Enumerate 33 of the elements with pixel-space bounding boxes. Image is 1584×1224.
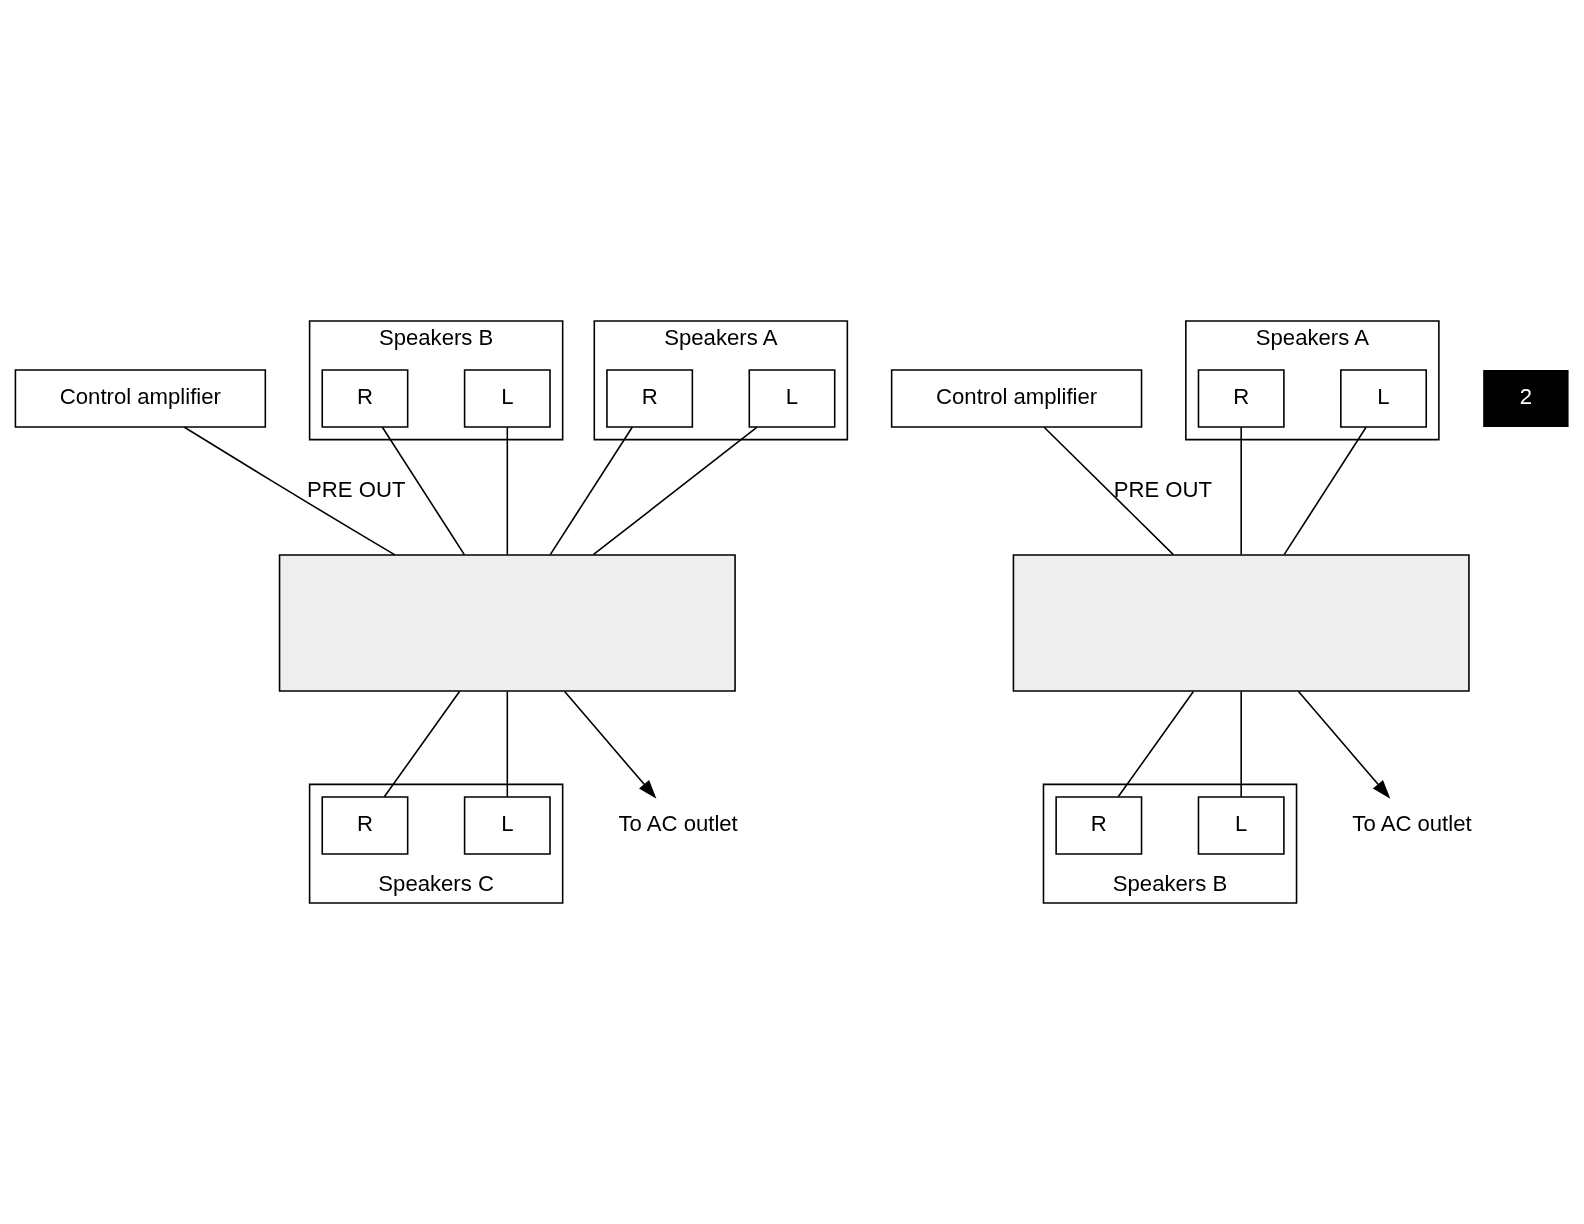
- connector: [506, 690, 509, 798]
- connector: [592, 426, 758, 556]
- connector: [1117, 690, 1195, 798]
- node-box: R: [1197, 369, 1285, 428]
- label: 2: [1519, 384, 1533, 410]
- connector: [381, 426, 466, 556]
- node-box: L: [463, 796, 551, 855]
- arrow: [563, 690, 657, 799]
- node-box: [1012, 554, 1470, 692]
- connector: [1240, 690, 1242, 798]
- arrow: [1297, 690, 1391, 799]
- connector: [1043, 426, 1175, 556]
- node-text: To AC outlet: [618, 811, 738, 837]
- node-box: L: [463, 369, 551, 428]
- node-box: [278, 554, 736, 692]
- edge-label: PRE OUT: [1113, 476, 1213, 502]
- node-box: Control amplifier: [14, 369, 267, 428]
- connector: [1240, 426, 1242, 556]
- node-box: R: [321, 369, 409, 428]
- connector: [383, 690, 461, 798]
- node-text: To AC outlet: [1352, 811, 1472, 837]
- node-box: R: [321, 796, 409, 855]
- connector: [506, 426, 509, 556]
- connector: [1283, 426, 1367, 556]
- node-box: R: [1055, 796, 1143, 855]
- node-box: L: [1340, 369, 1427, 428]
- node-box: L: [748, 369, 836, 428]
- node-box: Control amplifier: [890, 369, 1143, 428]
- connector: [549, 426, 633, 556]
- connector: [183, 426, 396, 556]
- node-box: L: [1197, 796, 1285, 855]
- node-box: R: [606, 369, 694, 428]
- edge-label: PRE OUT: [307, 476, 406, 502]
